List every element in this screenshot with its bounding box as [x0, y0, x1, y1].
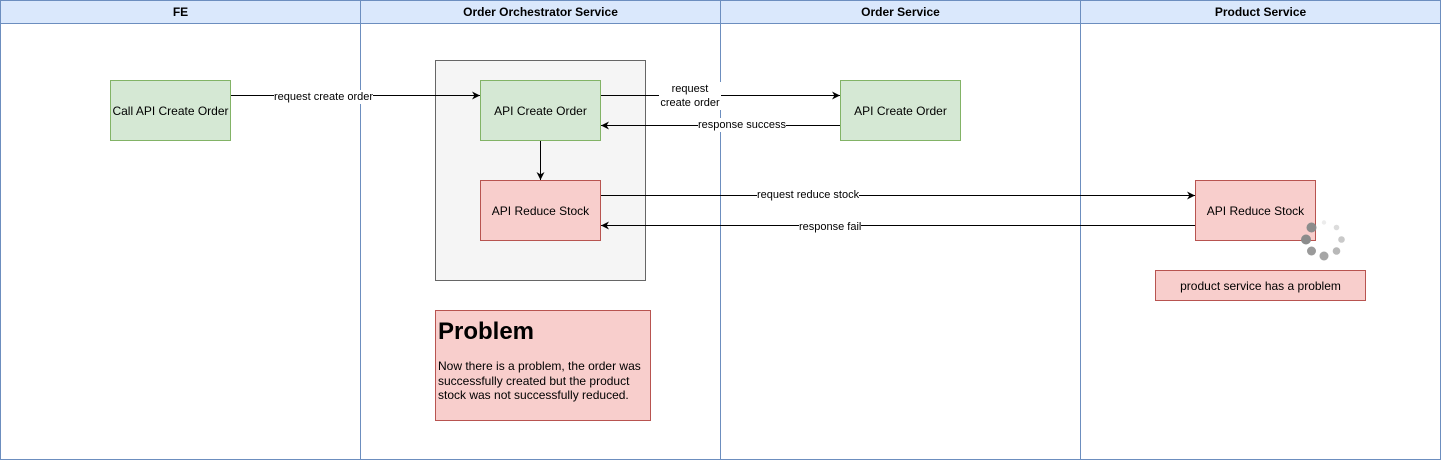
problem-note: Problem Now there is a problem, the orde… [435, 310, 651, 421]
edge-label-response-success: response success [698, 118, 787, 132]
lane-product-service: Product Service [1080, 0, 1441, 460]
edge-label-request-create-order-orchestrator: request create order [659, 82, 721, 110]
product-service-problem-note: product service has a problem [1155, 270, 1366, 301]
lane-fe: FE [0, 0, 361, 460]
orchestrator-api-reduce-stock: API Reduce Stock [480, 180, 601, 241]
loading-spinner-icon [1301, 220, 1345, 261]
lane-header-fe: FE [1, 1, 360, 24]
edge-label-line-request: request [671, 83, 709, 95]
edge-label-request-create-order: request create order [274, 90, 374, 104]
problem-title: Problem [438, 318, 535, 345]
fe-call-api-create-order: Call API Create Order [110, 80, 231, 141]
edge-label-request-reduce-stock: request reduce stock [757, 188, 860, 202]
edge-label-line-create-order: create order [660, 97, 720, 109]
edge-label-response-fail: response fail [799, 220, 862, 234]
lane-header-product-service: Product Service [1081, 1, 1440, 24]
problem-description: Now there is a problem, the order was su… [438, 359, 641, 402]
lane-order-service: Order Service [720, 0, 1081, 460]
product-service-api-reduce-stock: API Reduce Stock [1195, 180, 1316, 241]
order-service-api-create-order: API Create Order [840, 80, 961, 141]
orchestrator-api-create-order: API Create Order [480, 80, 601, 141]
lane-header-order-service: Order Service [721, 1, 1080, 24]
lane-header-order-orchestrator-service: Order Orchestrator Service [361, 1, 720, 24]
